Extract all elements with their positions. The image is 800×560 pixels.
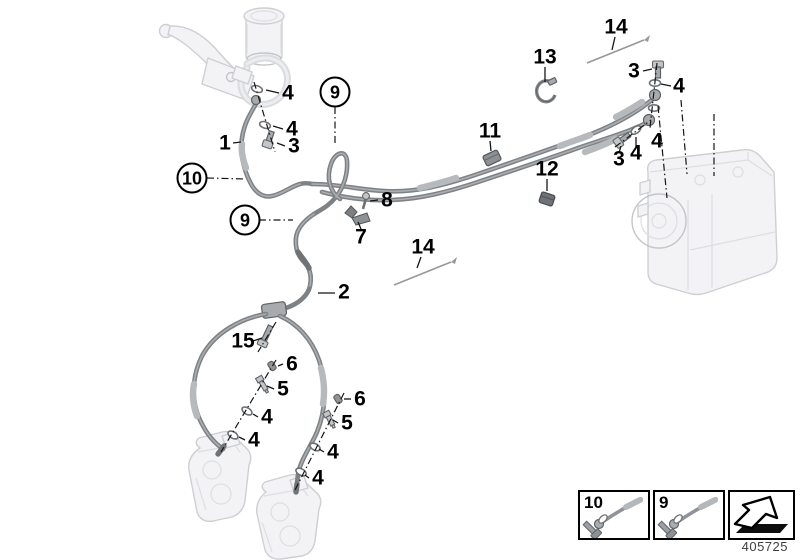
legend-label-9: 9 [659,493,669,512]
brake-hose-left-caliper [189,311,269,457]
seal-ring-4-abs-c [630,124,642,136]
callout-8: 8 [381,188,393,212]
callout-4: 4 [673,74,685,98]
callout-3: 3 [613,147,625,171]
callout-4: 4 [327,440,339,464]
banjo-bolt-3-abs-lower [612,131,632,149]
seal-ring-4-master-b [258,120,272,130]
callout-3: 3 [288,134,300,158]
callout-6: 6 [354,387,366,411]
banjo-fitting-abs-lower [642,113,656,127]
clip-11 [482,149,502,167]
bleeder-valve-5-left [254,374,270,394]
callout-12: 12 [535,157,559,181]
banjo-bolt-3-master [261,129,275,150]
seal-ring-4-master-a [250,84,264,94]
direction-arrow-icon [733,495,788,533]
caliper-right-ghost [256,473,322,560]
leader-lines [206,36,715,493]
callout-2: 2 [338,280,350,304]
callout-4: 4 [282,81,294,105]
callout-9: 9 [229,204,261,236]
brake-hose-2-distributor [260,211,317,319]
master-cylinder-ghost [158,7,291,109]
abs-unit-ghost [631,148,778,296]
callout-4: 4 [312,466,324,490]
legend-box-arrow [728,490,795,540]
callout-9: 9 [319,76,351,108]
brake-hose-service-loop [311,151,350,217]
screw-8 [361,192,370,210]
callout-4: 4 [651,129,663,153]
callout-14: 14 [411,235,435,259]
callout-1: 1 [219,131,231,155]
bracket-7 [344,205,371,226]
callout-10: 10 [176,162,208,194]
cap-6-right [333,393,343,405]
part-number: 405725 [741,539,788,554]
banjo-fitting-abs-upper [648,88,662,102]
legend-box-9: 9 [653,490,725,540]
clip-12 [538,191,556,207]
callout-5: 5 [277,377,289,401]
callout-6: 6 [286,352,298,376]
banjo-bolt-3-abs-top [651,60,665,79]
brake-hose-icon [582,497,643,538]
abs-brake-lines [309,95,657,203]
cap-6-left [267,360,277,372]
brake-hose-1-master-cylinder [238,94,315,199]
callout-14: 14 [604,15,628,39]
callout-11: 11 [478,119,502,143]
callout-5: 5 [341,411,353,435]
seal-ring-4-abs-b [647,104,661,113]
legend: 10 9 [578,490,795,540]
brake-hose-icon [657,497,718,538]
callout-4: 4 [261,405,273,429]
callout-4: 4 [286,117,298,141]
clamp-13 [534,77,558,104]
callout-4: 4 [630,141,642,165]
callout-15: 15 [231,329,255,353]
callout-4: 4 [248,428,260,452]
callout-13: 13 [533,45,557,69]
legend-label-10: 10 [584,493,603,512]
cable-tie-14-mid [393,257,457,286]
legend-box-10: 10 [578,490,650,540]
cable-tie-14-top [586,35,650,64]
callout-7: 7 [355,225,367,249]
callout-3: 3 [628,59,640,83]
